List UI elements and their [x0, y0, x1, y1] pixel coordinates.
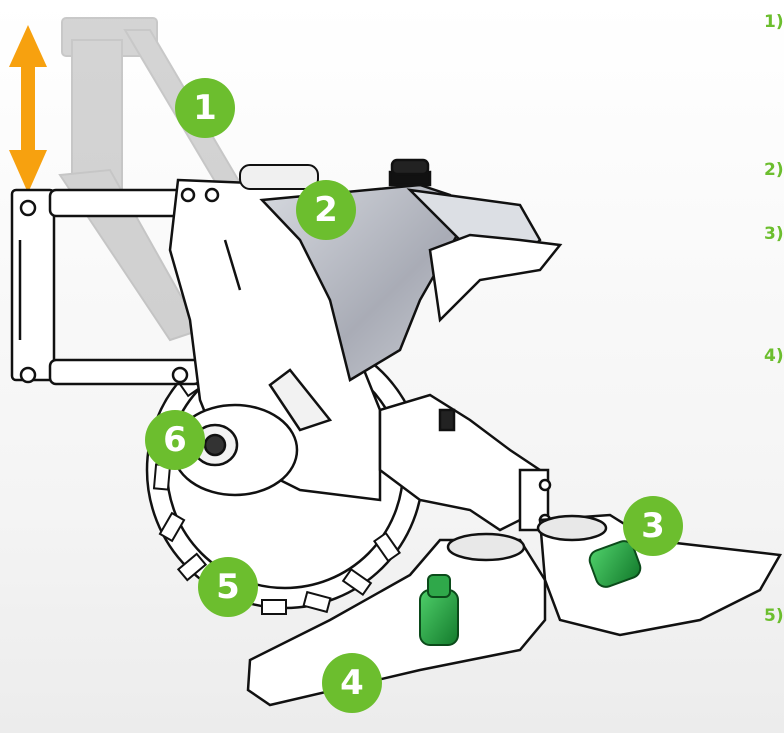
callout-badge-1: 1	[175, 78, 235, 138]
callout-badge-4: 4	[322, 653, 382, 713]
callout-badge-2: 2	[296, 180, 356, 240]
side-list-item-3: 3)	[764, 224, 784, 244]
side-list-item-5: 5)	[764, 606, 784, 626]
skid-right	[536, 513, 783, 637]
side-list-item-4: 4)	[764, 346, 784, 366]
side-list-item-2: 2)	[764, 160, 784, 180]
vertical-double-arrow-icon	[9, 25, 47, 193]
top-roller	[239, 164, 319, 190]
sensor-right	[588, 540, 642, 588]
sensor-left	[419, 574, 459, 646]
callout-badge-3: 3	[623, 496, 683, 556]
callout-badge-6: 6	[145, 410, 205, 470]
bracket-frame	[378, 233, 563, 532]
callout-badge-5: 5	[198, 557, 258, 617]
side-list-item-1: 1)	[764, 12, 784, 32]
wheel-hub	[171, 403, 299, 497]
